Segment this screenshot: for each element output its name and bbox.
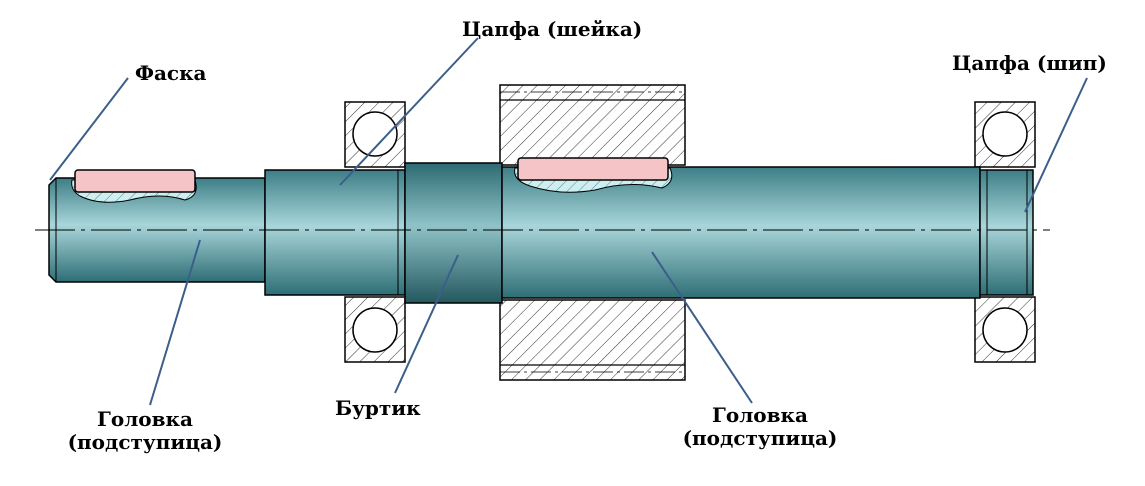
head-left-line2: (подступица) [67, 430, 223, 454]
collar-label: Буртик [335, 396, 421, 420]
head-left-label: Головка (подступица) [55, 408, 235, 454]
journal-pin-label: Цапфа (шип) [952, 51, 1107, 75]
head-right-line2: (подступица) [682, 426, 838, 450]
chamfer-label: Фаска [135, 61, 207, 85]
left-keyway [71, 169, 197, 203]
journal-neck-label: Цапфа (шейка) [462, 17, 643, 41]
leader-lines [49, 37, 1088, 406]
gear-hub [499, 84, 686, 381]
head-right-line1: Головка [712, 403, 808, 427]
head-left-line1: Головка [97, 407, 193, 431]
right-keyway [514, 157, 673, 193]
left-bearing [344, 101, 406, 363]
right-bearing [974, 101, 1036, 363]
head-right-label: Головка (подступица) [670, 404, 850, 450]
